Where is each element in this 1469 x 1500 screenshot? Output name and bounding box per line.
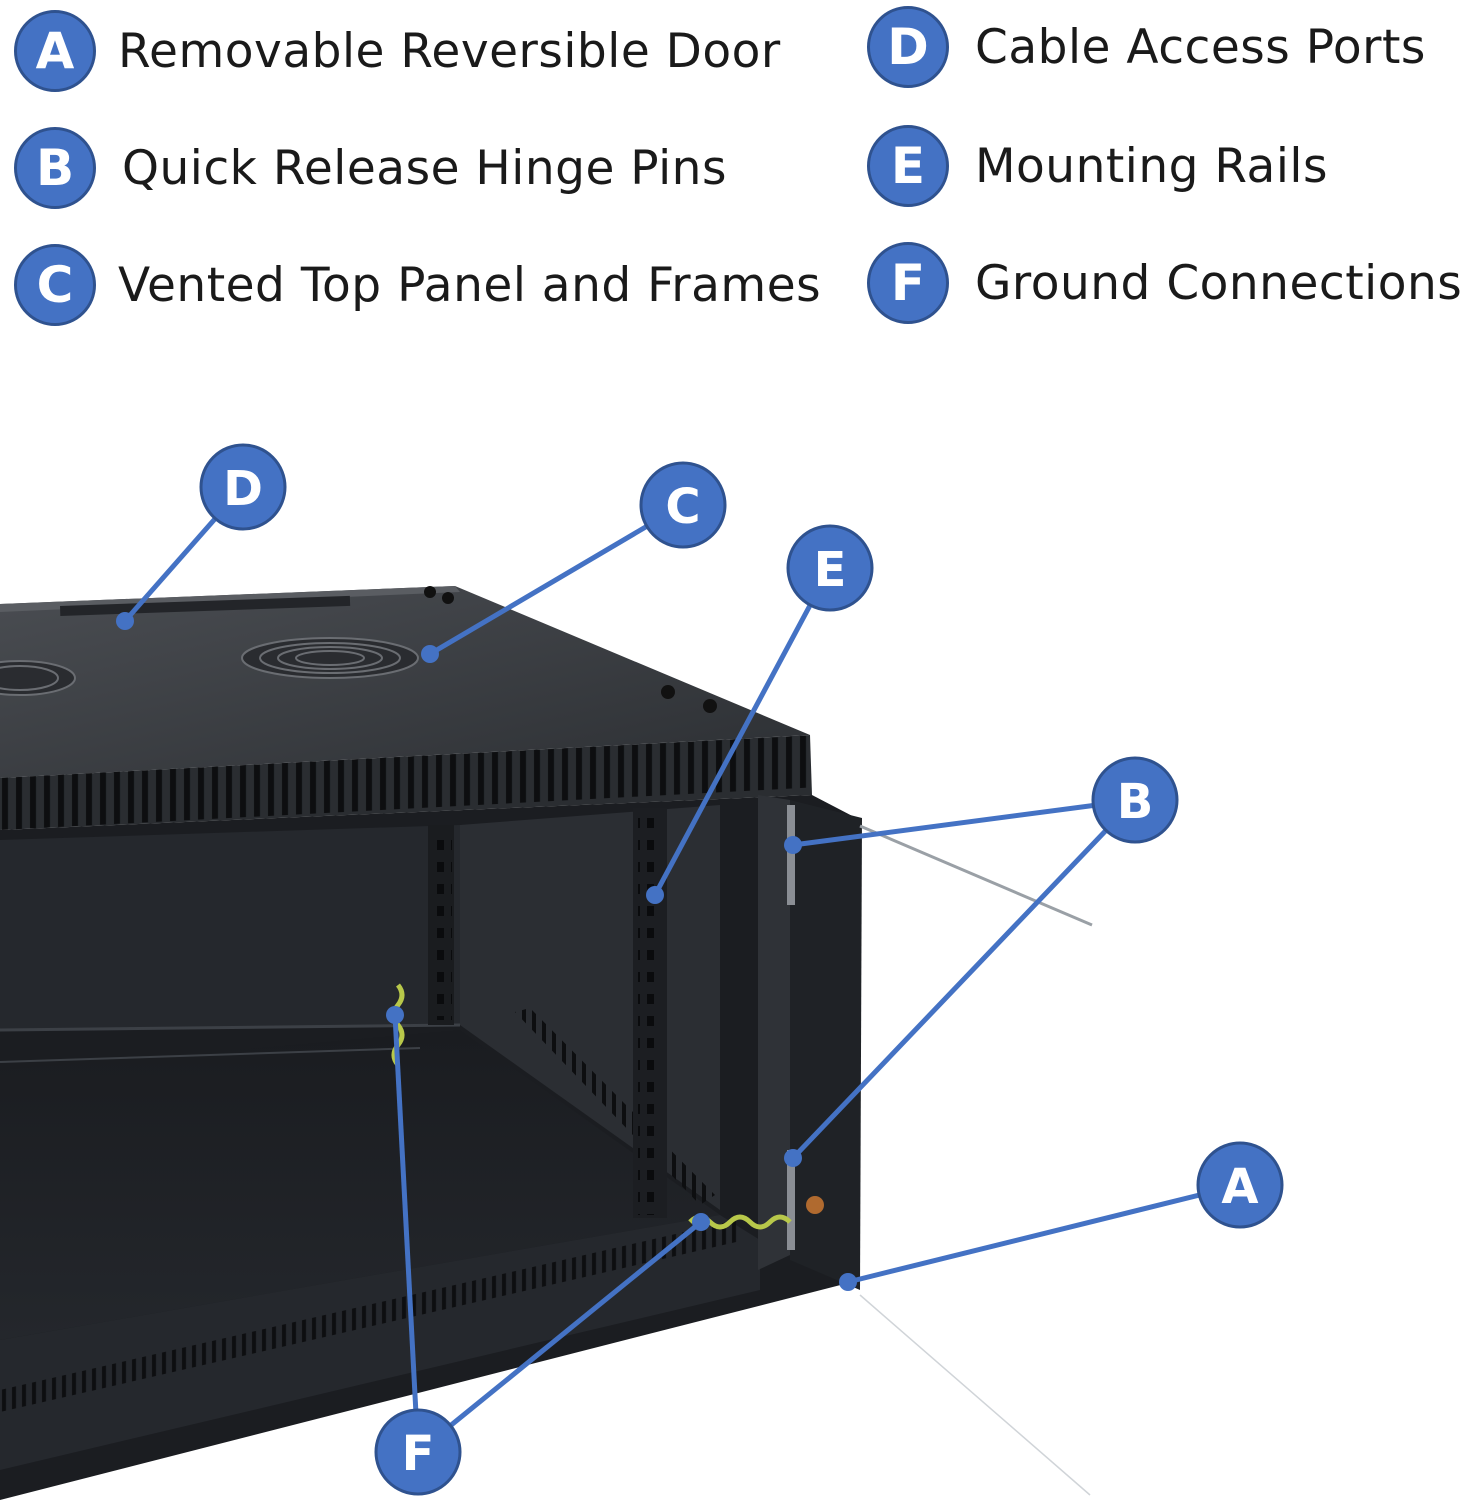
top-screws xyxy=(424,586,717,713)
badge-d: D xyxy=(867,6,949,88)
leader-lines xyxy=(123,485,1241,1454)
callout-b-label: B xyxy=(1117,774,1154,830)
legend-label-a: Removable Reversible Door xyxy=(118,23,781,79)
badge-b: B xyxy=(14,127,96,209)
callout-d-label: D xyxy=(223,461,263,517)
callout-b: B xyxy=(1091,756,1179,844)
front-mounting-rail xyxy=(633,808,667,1218)
legend-label-e: Mounting Rails xyxy=(975,138,1328,194)
fan-vent-right xyxy=(241,637,419,679)
cabinet-diagram: D C E B A F xyxy=(0,443,1284,1500)
legend-item-c: C Vented Top Panel and Frames xyxy=(14,244,821,326)
legend-item-b: B Quick Release Hinge Pins xyxy=(14,127,727,209)
callout-a: A xyxy=(1196,1141,1284,1229)
hinge-pins xyxy=(787,805,795,1250)
legend-item-d: D Cable Access Ports xyxy=(867,6,1426,88)
badge-f: F xyxy=(867,242,949,324)
door-frame xyxy=(758,795,1093,1496)
rear-mounting-rail xyxy=(428,825,454,1025)
badge-e: E xyxy=(867,125,949,207)
callout-c-label: C xyxy=(665,479,700,535)
top-panel xyxy=(0,586,812,830)
legend-item-a: A Removable Reversible Door xyxy=(14,10,781,92)
callout-c: C xyxy=(639,461,727,549)
callout-a-label: A xyxy=(1221,1159,1258,1215)
legend-item-f: F Ground Connections xyxy=(867,242,1462,324)
legend-label-c: Vented Top Panel and Frames xyxy=(118,257,822,313)
callout-e: E xyxy=(786,524,874,612)
badge-a: A xyxy=(14,10,96,92)
ground-bolt xyxy=(806,1196,824,1214)
callout-d: D xyxy=(199,443,287,531)
badge-c: C xyxy=(14,244,96,326)
fan-vent-left xyxy=(0,660,76,696)
callout-e-label: E xyxy=(814,542,847,598)
leader-endpoints xyxy=(116,612,857,1291)
callout-f: F xyxy=(374,1408,462,1496)
legend-label-b: Quick Release Hinge Pins xyxy=(122,140,727,196)
legend-item-e: E Mounting Rails xyxy=(867,125,1328,207)
callout-f-label: F xyxy=(402,1426,435,1482)
legend-label-d: Cable Access Ports xyxy=(975,19,1426,75)
legend-label-f: Ground Connections xyxy=(975,255,1463,311)
